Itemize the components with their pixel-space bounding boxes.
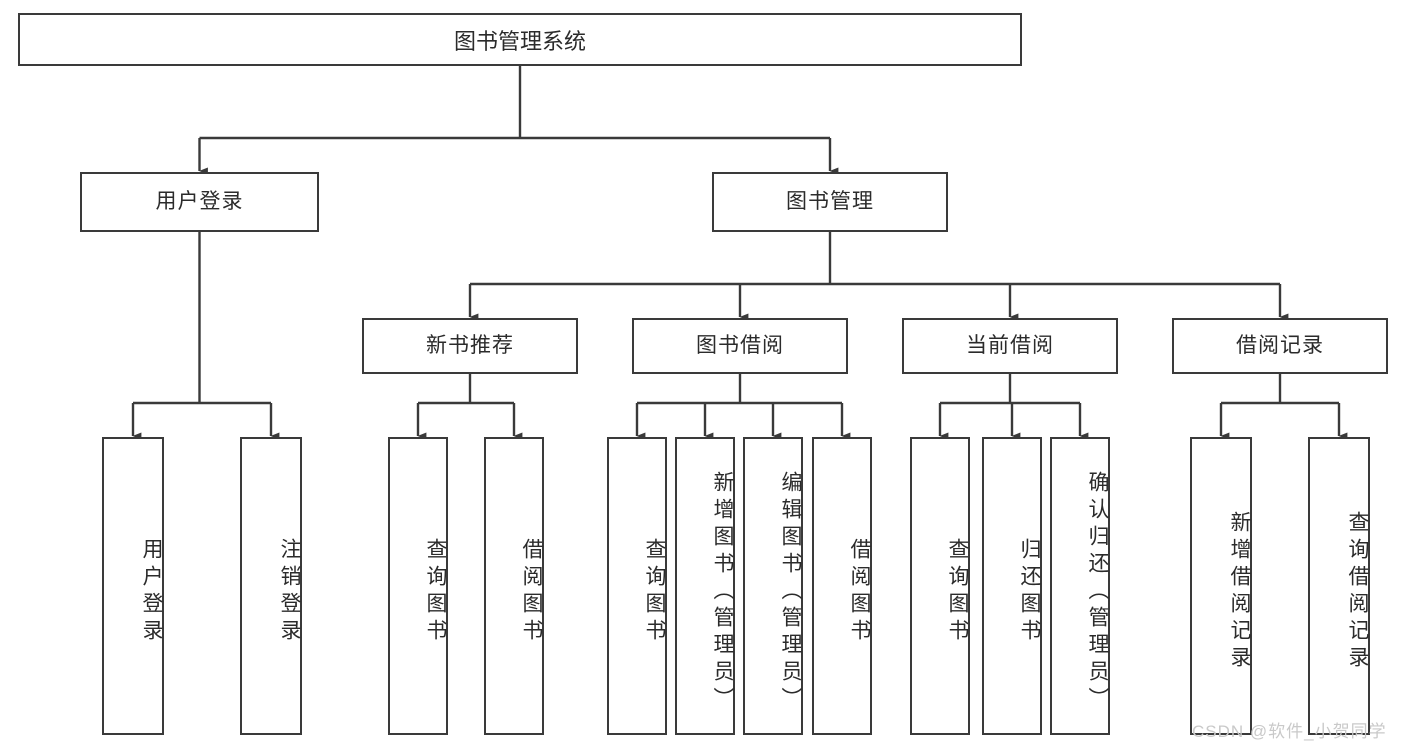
leaf-user-login[interactable]: 用户登录 (102, 437, 164, 735)
node-root[interactable]: 图书管理系统 (18, 13, 1022, 66)
node-user-login[interactable]: 用户登录 (80, 172, 319, 232)
leaf-add-book-admin[interactable]: 新增图书（管理员） (675, 437, 735, 735)
leaf-query-borrow-record[interactable]: 查询借阅记录 (1308, 437, 1370, 735)
leaf-query-book-current[interactable]: 查询图书 (910, 437, 970, 735)
csdn-watermark: CSDN @软件_小贺同学 (1192, 722, 1387, 741)
node-book-borrow[interactable]: 图书借阅 (632, 318, 848, 374)
leaf-return-book[interactable]: 归还图书 (982, 437, 1042, 735)
node-current-borrow[interactable]: 当前借阅 (902, 318, 1118, 374)
node-book-management[interactable]: 图书管理 (712, 172, 948, 232)
leaf-borrow-book-recommend[interactable]: 借阅图书 (484, 437, 544, 735)
leaf-edit-book-admin[interactable]: 编辑图书（管理员） (743, 437, 803, 735)
leaf-confirm-return-admin[interactable]: 确认归还（管理员） (1050, 437, 1110, 735)
node-borrow-record[interactable]: 借阅记录 (1172, 318, 1388, 374)
leaf-query-book-borrow[interactable]: 查询图书 (607, 437, 667, 735)
leaf-borrow-book[interactable]: 借阅图书 (812, 437, 872, 735)
leaf-query-book-recommend[interactable]: 查询图书 (388, 437, 448, 735)
leaf-add-borrow-record[interactable]: 新增借阅记录 (1190, 437, 1252, 735)
leaf-logout[interactable]: 注销登录 (240, 437, 302, 735)
node-new-book-recommend[interactable]: 新书推荐 (362, 318, 578, 374)
